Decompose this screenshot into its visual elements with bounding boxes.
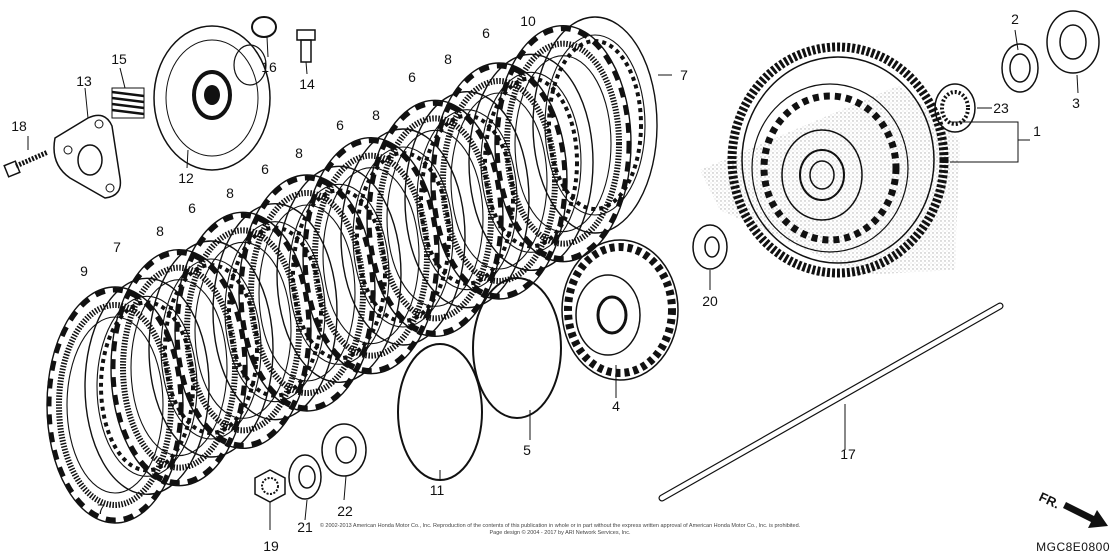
copyright-notice-page-design: Page design © 2004 - 2017 by ARI Network…: [489, 530, 631, 536]
push-rod: [658, 302, 1004, 502]
callout-6: 6: [188, 200, 196, 216]
bolt-18: [3, 149, 50, 178]
lock-nut: [254, 469, 286, 503]
friction-disc: [110, 248, 248, 487]
callout-8: 8: [372, 107, 380, 123]
callout-18: 18: [11, 118, 27, 134]
bearing-plate: [53, 114, 122, 199]
needle-bearing: [934, 83, 976, 133]
callout-7: 7: [680, 67, 688, 83]
friction-disc: [494, 24, 632, 263]
thrust-washer: [1046, 10, 1100, 74]
callout-9: 9: [80, 263, 88, 279]
friction-disc: [46, 286, 184, 524]
callout-12: 12: [178, 170, 194, 186]
plain-disc: [532, 16, 658, 234]
bolt-14: [296, 29, 316, 63]
callout-17: 17: [840, 446, 856, 462]
plain-disc: [84, 277, 210, 496]
clutch-disc-stack: [46, 16, 658, 524]
callout-1: 1: [1033, 123, 1041, 139]
copyright-notice: © 2002-2013 American Honda Motor Co., In…: [319, 523, 801, 529]
callout-numbers: 1 2 3 4 5 6 6 6 6 6 7 7 7 8 8 8 8 8 9 10…: [11, 11, 1080, 554]
plain-disc: [212, 202, 338, 421]
clutch-outer-housing: [727, 42, 949, 278]
callout-7: 7: [97, 501, 105, 517]
callout-6: 6: [482, 25, 490, 41]
lifter-plate: [153, 25, 271, 171]
leader-lines: [27, 29, 1079, 530]
washer-22: [321, 423, 367, 477]
front-direction-label: FR.: [1037, 489, 1062, 511]
callout-16: 16: [261, 59, 277, 75]
washer-20: [692, 224, 728, 270]
callout-8: 8: [226, 185, 234, 201]
callout-23: 23: [993, 100, 1009, 116]
callout-15: 15: [111, 51, 127, 67]
diagram-code: MGC8E0800: [1036, 540, 1110, 554]
callout-20: 20: [702, 293, 718, 309]
callout-2: 2: [1011, 11, 1019, 27]
spring-ring-5: [472, 277, 562, 419]
spring-ring-11: [397, 343, 483, 481]
collar: [1001, 43, 1039, 93]
front-direction-arrow-icon: FR.: [1037, 489, 1108, 528]
callout-4: 4: [612, 398, 620, 414]
callout-19: 19: [263, 538, 279, 554]
friction-disc: [430, 62, 568, 300]
callout-21: 21: [297, 519, 313, 535]
callout-6: 6: [261, 161, 269, 177]
plain-disc: [340, 128, 466, 346]
clutch-center: [561, 239, 679, 381]
plain-disc: [468, 53, 594, 272]
callout-7: 7: [113, 239, 121, 255]
callout-6: 6: [336, 117, 344, 133]
callout-8: 8: [295, 145, 303, 161]
callout-11: 11: [430, 482, 445, 498]
plain-disc: [148, 240, 274, 458]
clutch-spring: [111, 87, 145, 119]
callout-22: 22: [337, 503, 353, 519]
callout-13: 13: [76, 73, 92, 89]
callout-10: 10: [520, 13, 536, 29]
callout-8: 8: [156, 223, 164, 239]
callout-8: 8: [444, 51, 452, 67]
plain-disc: [404, 90, 530, 309]
washer-21: [288, 454, 322, 500]
callout-5: 5: [523, 442, 531, 458]
circlip: [251, 16, 277, 38]
callout-3: 3: [1072, 95, 1080, 111]
plain-disc: [276, 165, 402, 384]
callout-14: 14: [299, 76, 315, 92]
callout-6: 6: [408, 69, 416, 85]
